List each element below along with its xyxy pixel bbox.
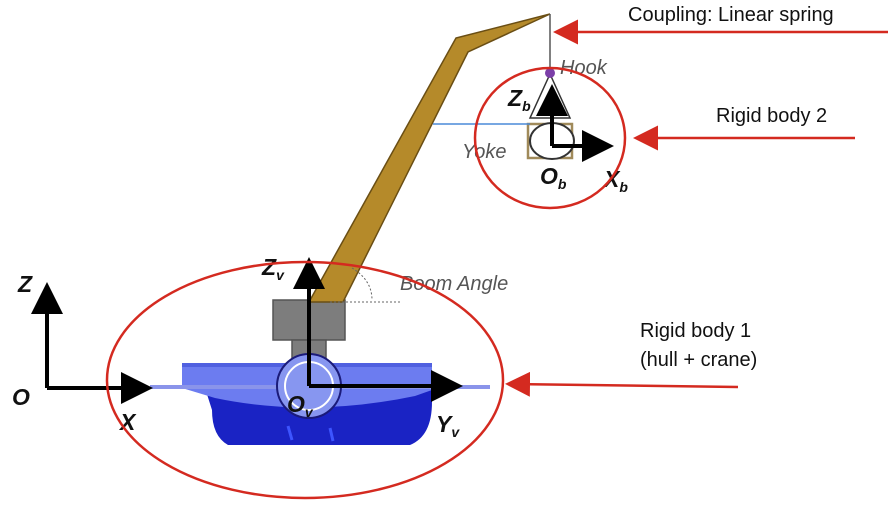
rigid-body-2-circle [473,66,627,210]
rigid-body-2-annotation: Rigid body 2 [716,105,827,127]
hook-dot [545,68,555,78]
vessel-frame [293,257,463,402]
vessel-y-label: Yv [436,411,460,440]
crane-boom [307,13,551,303]
vessel-z-label: Zv [261,254,285,283]
hull-keel-detail [286,425,335,442]
boom-angle-indicator [330,267,400,303]
coupling-annotation: Coupling: Linear spring [628,4,834,26]
body-frame [536,84,614,162]
global-z-label: Z [17,271,33,297]
boom-angle-label: Boom Angle [400,273,508,295]
rigid-body-1-arrow [505,371,739,397]
hook-label: Hook [560,57,608,79]
yoke-label: Yoke [462,141,506,163]
rigid-body-1-annotation-line1: Rigid body 1 [640,320,751,342]
red-annotations [105,19,888,500]
body-z-label: Zb [507,85,531,114]
global-x-label: X [118,409,137,435]
body-origin-label: Ob [540,163,567,192]
vessel-origin-label: Ov [287,391,314,420]
rigid-body-1-circle [105,260,505,500]
body-x-label: Xb [602,166,628,195]
global-frame [31,282,153,404]
global-origin-label: O [12,384,30,410]
rigid-body-1-annotation-line2: (hull + crane) [640,349,757,371]
